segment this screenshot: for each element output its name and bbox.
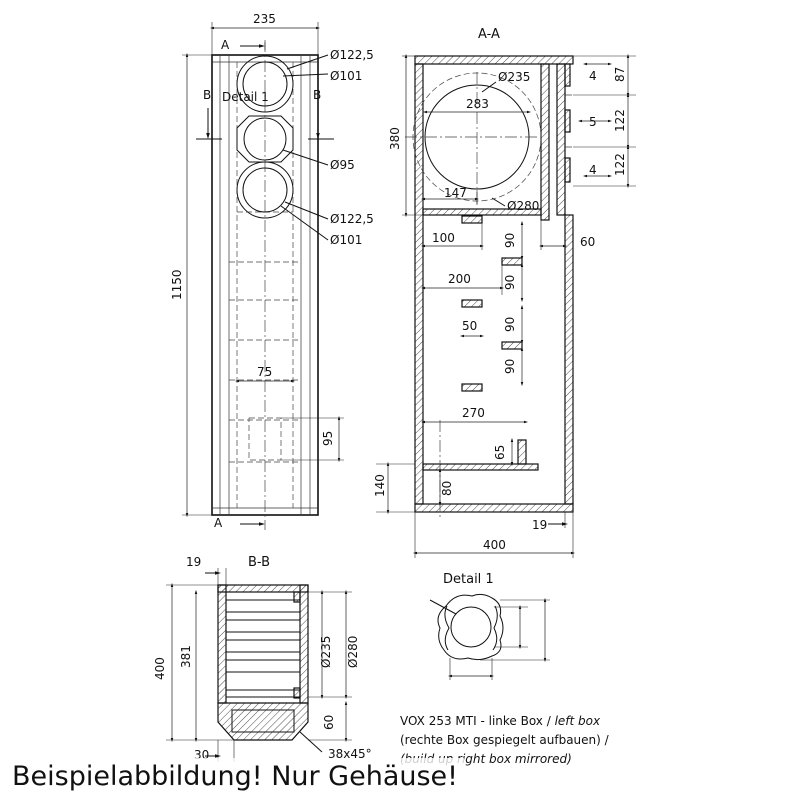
section-a-top-label: A (221, 38, 230, 52)
aa-chamber-height-dim: 380 (388, 127, 402, 150)
aa-brace-5 (461, 383, 483, 392)
aa-depth-400-dim: 400 (483, 538, 506, 552)
section-a-bottom-label: A (214, 516, 223, 530)
section-b-left-label: B (203, 88, 211, 102)
aa-wall-19-dim: 19 (532, 518, 547, 532)
aa-right-4a-dim: 4 (589, 69, 597, 83)
aa-top-wall (414, 55, 574, 65)
aa-woofer-dia-dim: 283 (466, 97, 489, 111)
driver-hole-1-inner (242, 61, 288, 107)
note-line-2: (rechte Box gespiegelt aufbauen) / (400, 733, 610, 747)
aa-right-122a-dim: 122 (613, 109, 627, 132)
aa-right-5-dim: 5 (589, 115, 597, 129)
bb-wall-19-dim: 19 (186, 555, 201, 569)
bb-base-60-dim: 60 (322, 715, 336, 730)
detail1-inner-hole (450, 606, 492, 648)
section-bb-title: B-B (248, 555, 270, 570)
driver-hole-1-outer (236, 55, 294, 113)
note-line-1: VOX 253 MTI - linke Box / left box (400, 714, 601, 728)
bb-height-381-dim: 381 (179, 645, 193, 668)
driver-hole-3-outer (236, 161, 294, 219)
hole3-outer-dim: Ø122,5 (330, 212, 374, 226)
bb-height-400-dim: 400 (153, 657, 167, 680)
bb-right-wall (299, 584, 309, 704)
aa-bottom-wall (414, 503, 574, 513)
aa-cutout-dia-dim: Ø280 (507, 199, 539, 213)
aa-brace-90a-dim: 90 (503, 233, 517, 248)
detail1-view: Detail 1 (429, 572, 550, 680)
drawing-note: VOX 253 MTI - linke Box / left box (rech… (400, 714, 610, 766)
port-width-dim: 75 (257, 365, 272, 379)
port-height-dim: 95 (321, 431, 335, 446)
aa-brace-100-dim: 100 (432, 231, 455, 245)
front-view: A A B B Detail 1 235 1150 Ø122,5 Ø101 Ø9… (170, 12, 374, 530)
aa-lower-shelf (422, 463, 539, 471)
aa-brace-90d-dim: 90 (503, 359, 517, 374)
aa-front-inner-baffle (540, 63, 550, 221)
aa-brace-270-dim: 270 (462, 406, 485, 420)
aa-shelf-lip (517, 439, 527, 465)
front-width-dim: 235 (253, 12, 276, 26)
aa-brace-3 (461, 299, 483, 308)
bb-inner-235-dim: Ø235 (319, 636, 333, 668)
section-aa-view: A-A Ø235 283 147 (373, 27, 636, 558)
aa-base-80-dim: 80 (440, 481, 454, 496)
aa-brace-200-dim: 200 (448, 272, 471, 286)
aa-back-wall (414, 63, 424, 505)
driver-hole-3-inner (242, 167, 288, 213)
hole3-inner-dim: Ø101 (330, 233, 362, 247)
aa-right-87-dim: 87 (613, 67, 627, 82)
detail1-outline (437, 593, 504, 661)
aa-brace-2 (501, 257, 523, 266)
aa-brace-50-dim: 50 (462, 319, 477, 333)
aa-brace-90b-dim: 90 (503, 275, 517, 290)
hole1-inner-dim: Ø101 (330, 69, 362, 83)
aa-front-baffle (556, 63, 566, 216)
hole1-outer-dim: Ø122,5 (330, 48, 374, 62)
aa-brace-4 (501, 341, 523, 350)
section-aa-title: A-A (478, 27, 500, 42)
section-bb-view: B-B 19 400 381 Ø235 Ø280 (153, 555, 372, 762)
aa-right-4b-dim: 4 (589, 163, 597, 177)
bb-inner-280-dim: Ø280 (346, 636, 360, 668)
bb-base (217, 702, 309, 741)
aa-chamber-divider (422, 208, 542, 216)
aa-front-wall-lower (564, 214, 574, 505)
bb-chamfer-dim: 38x45° (328, 747, 372, 761)
bb-top-wall (217, 584, 309, 593)
aa-brace-1 (461, 215, 483, 224)
hole2-dim: Ø95 (330, 158, 355, 172)
driver-hole-2-inner (243, 117, 287, 161)
aa-base-140-dim: 140 (373, 474, 387, 497)
aa-offset-147-dim: 147 (444, 186, 467, 200)
driver-hole-2-outer (236, 115, 294, 163)
example-image-banner: Beispielabbildung! Nur Gehäuse! (6, 758, 464, 796)
aa-inner-dia-dim: Ø235 (498, 70, 530, 84)
bb-left-wall (217, 584, 227, 704)
front-height-dim: 1150 (170, 269, 184, 300)
aa-brace-60-dim: 60 (580, 235, 595, 249)
detail1-title: Detail 1 (443, 572, 494, 587)
aa-brace-65-dim: 65 (493, 445, 507, 460)
section-b-right-label: B (313, 88, 321, 102)
aa-right-122b-dim: 122 (613, 153, 627, 176)
detail1-reference-label: Detail 1 (222, 90, 269, 104)
aa-brace-90c-dim: 90 (503, 317, 517, 332)
